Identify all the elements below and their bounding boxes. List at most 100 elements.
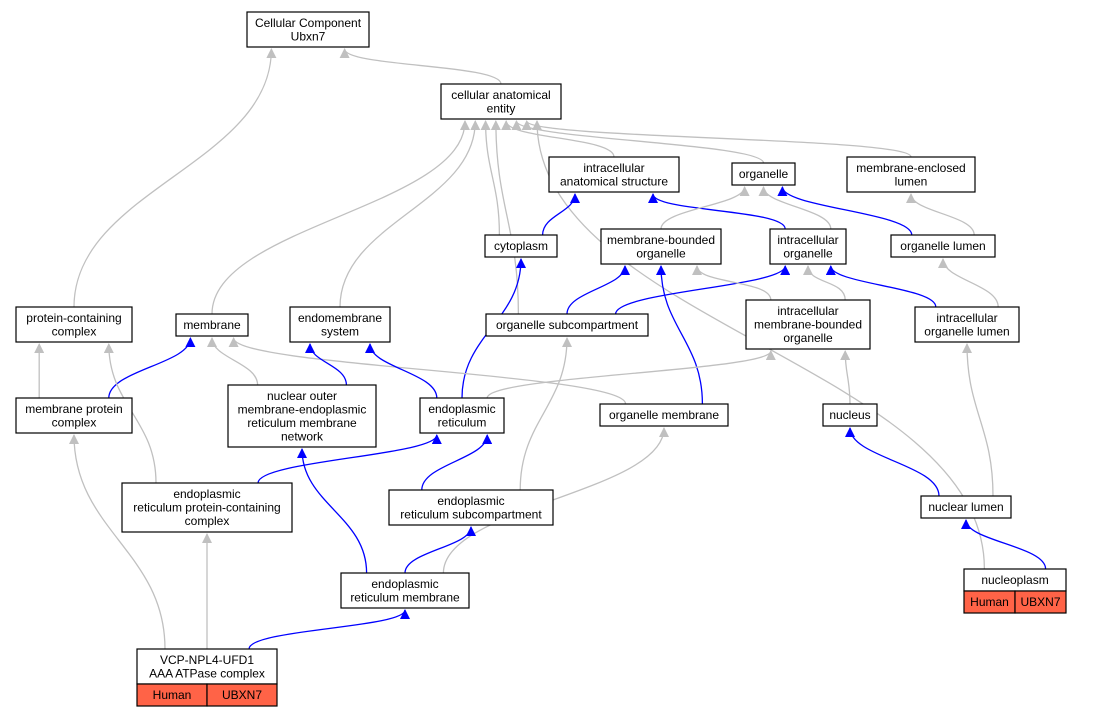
edge-om-to-mbo (656, 265, 704, 405)
node-label-line: endoplasmic (428, 402, 495, 416)
edge-membrane-to-cae (211, 120, 470, 315)
node-box (246, 11, 370, 48)
node-label-line: intracellular (777, 233, 838, 247)
edge-vcp-to-erm (248, 609, 410, 650)
node-box (846, 156, 976, 193)
edge-ol-to-mel (906, 193, 975, 236)
node-label-line: intracellular (777, 304, 838, 318)
node-box (822, 403, 878, 427)
node-box (121, 482, 293, 533)
edge-io-to-organelle (758, 186, 832, 230)
edge-iol-to-io (825, 265, 937, 308)
node-box (599, 403, 729, 427)
node-label-line: reticulum membrane (247, 416, 357, 430)
edge-cytoplasm-to-cae (480, 120, 501, 236)
node-box (485, 313, 649, 337)
edge-erm-to-noner (297, 448, 368, 574)
annotation-tag-cell (206, 683, 278, 707)
annotation-tag-label: UBXN7 (1020, 595, 1060, 609)
node-label-line: anatomical structure (560, 174, 668, 188)
node-label-line: cellular anatomical (451, 88, 550, 102)
node-label-line: reticulum membrane (350, 590, 460, 604)
node-label-line: organelle membrane (609, 408, 719, 422)
node-label-line: nuclear lumen (928, 500, 1003, 514)
node-label-line: membrane protein (25, 402, 122, 416)
edge-vcp-to-mpc (69, 434, 166, 650)
node-box (484, 234, 558, 258)
node-noner: nuclear outermembrane-endoplasmicreticul… (227, 384, 377, 448)
node-label-line: membrane (183, 318, 241, 332)
edge-io-to-ias (648, 193, 786, 230)
edge-erm-to-om (442, 427, 669, 574)
node-label-line: VCP-NPL4-UFD1 (160, 653, 254, 667)
edge-pcc-to-root (73, 48, 277, 308)
node-box (289, 306, 391, 343)
node-label-line: Ubxn7 (291, 29, 326, 43)
annotation-tag-label: Human (970, 595, 1009, 609)
edge-cae-to-root (339, 48, 502, 85)
node-osc: organelle subcompartment (485, 313, 649, 337)
node-box (227, 384, 377, 448)
node-label-line: Cellular Component (255, 16, 362, 30)
node-label-line: cytoplasm (494, 239, 548, 253)
edge-noner-to-membrane (207, 337, 259, 386)
node-label-line: membrane-enclosed (856, 161, 965, 175)
edge-noner-to-ems (305, 343, 348, 386)
edge-osc-to-mbo (566, 265, 630, 315)
node-label-line: organelle (783, 331, 833, 345)
node-box (920, 495, 1012, 519)
node-box (175, 313, 249, 337)
node-box (548, 156, 680, 193)
node-box (914, 306, 1020, 343)
node-box (15, 397, 133, 434)
edge-iol-to-ol (938, 258, 999, 308)
node-box (340, 572, 470, 609)
node-box (136, 648, 278, 685)
node-box (15, 306, 133, 343)
node-label-line: system (321, 324, 359, 338)
node-label-line: intracellular (583, 161, 644, 175)
edge-layer (34, 48, 1047, 650)
edge-er-to-imbo (486, 350, 776, 399)
edge-cytoplasm-to-ias (541, 193, 580, 236)
node-box (388, 489, 554, 526)
node-label-line: organelle subcompartment (496, 318, 639, 332)
annotation-tag-label: Human (153, 688, 192, 702)
node-box (745, 299, 871, 350)
node-box (769, 228, 847, 265)
node-label-line: AAA ATPase complex (149, 666, 265, 680)
node-label-line: complex (52, 415, 97, 429)
edge-ol-to-organelle (777, 186, 913, 236)
node-label-line: complex (52, 324, 97, 338)
node-label-line: endoplasmic (437, 494, 504, 508)
node-label-line: membrane-bounded (754, 318, 862, 332)
edge-om-to-membrane (228, 337, 627, 405)
node-label-line: complex (185, 514, 230, 528)
node-label-line: lumen (895, 174, 928, 188)
node-label-line: endoplasmic (371, 577, 438, 591)
edge-ersc-to-er (421, 434, 493, 491)
node-label-line: protein-containing (26, 311, 121, 325)
node-cytoplasm: cytoplasm (484, 234, 558, 258)
annotation-tag-label: UBXN7 (222, 688, 262, 702)
edge-osc-to-io (614, 265, 791, 315)
node-om: organelle membrane (599, 403, 729, 427)
node-box (731, 162, 796, 186)
edge-er-to-ems (365, 343, 438, 399)
node-label-line: entity (487, 101, 516, 115)
